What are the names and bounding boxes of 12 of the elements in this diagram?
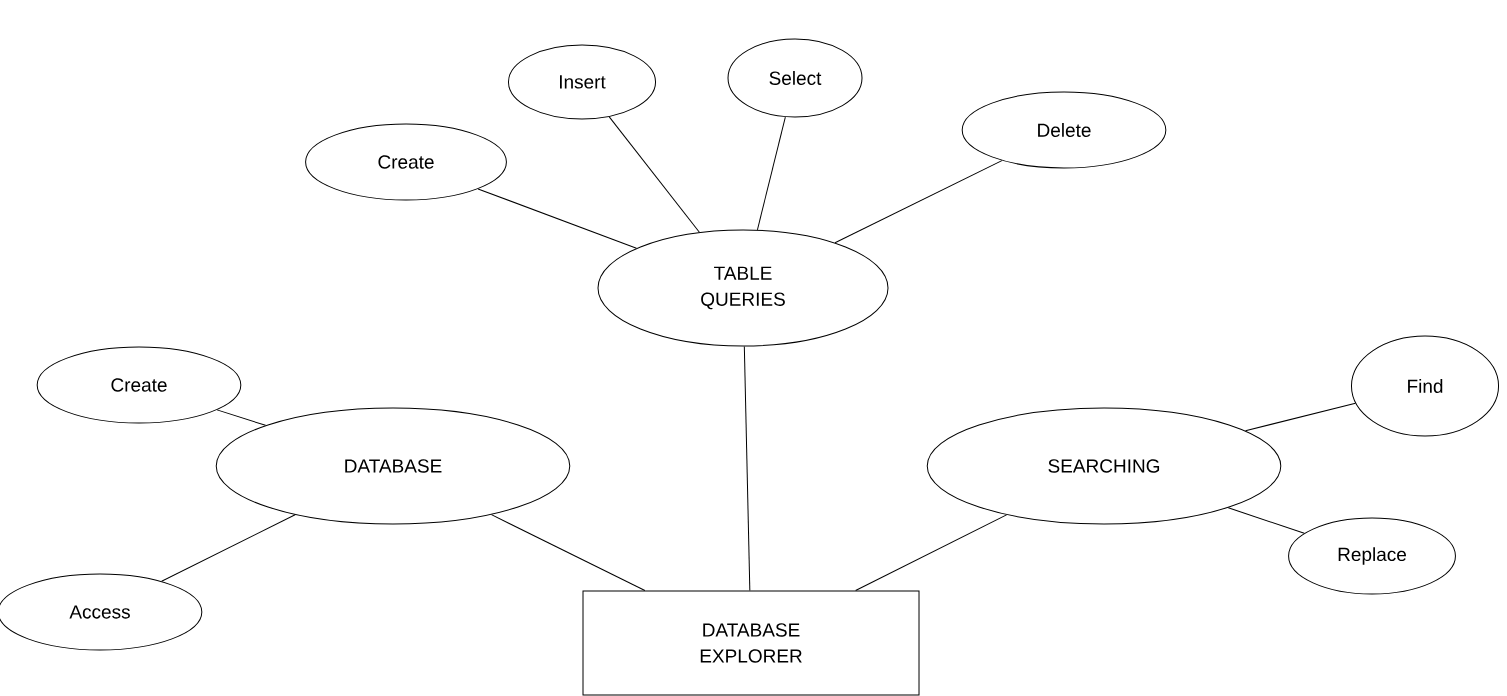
entity-box: DATABASE EXPLORER [582,590,920,696]
connector-line [477,188,637,249]
connector-line [1245,402,1356,432]
connector-line [608,116,700,233]
connector-line [756,116,786,231]
connector-line [743,346,751,591]
connector-line [1227,507,1305,534]
connector-line [216,409,266,426]
connector-line [855,514,1008,591]
connector-line [834,160,1003,244]
connector-line [490,514,646,591]
connector-line [161,514,296,582]
